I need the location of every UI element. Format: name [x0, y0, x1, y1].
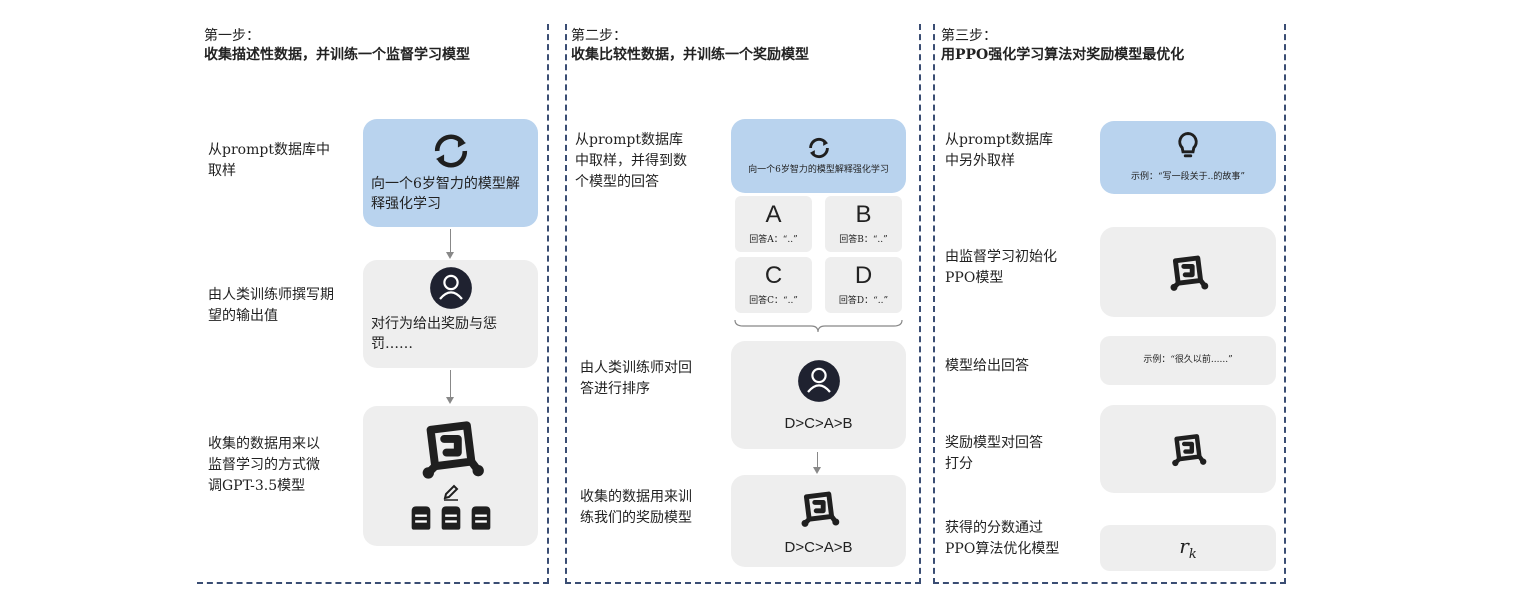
model-icon [1169, 430, 1207, 468]
answers-brace [734, 319, 903, 333]
answer-letter: C [764, 261, 783, 289]
step2-reward-model-box: D>C>A>B [731, 475, 906, 567]
step2-number: 第二步： [571, 28, 627, 44]
step2-panel [565, 24, 921, 584]
step1-finetune-box [363, 406, 538, 546]
refresh-icon [426, 128, 476, 174]
step1-heading: 收集描述性数据，并训练一个监督学习模型 [204, 47, 470, 63]
document-icon [409, 504, 433, 532]
model-icon [1167, 251, 1209, 293]
step3-number: 第三步： [941, 28, 997, 44]
step3-reward-box [1100, 405, 1276, 493]
step3-ppo-box [1100, 227, 1276, 317]
document-icon [469, 504, 493, 532]
step3-title: 第三步： 用PPO强化学习算法对奖励模型最优化 [941, 27, 1241, 65]
step3-example2-text: 示例：“很久以前......” [1143, 355, 1233, 365]
document-icon [439, 504, 463, 532]
answer-box-d: D 回答D：“..” [825, 257, 902, 313]
step3-panel [933, 24, 1286, 584]
step3-example1-text: 示例：“写一段关于..的故事” [1131, 172, 1245, 182]
step1-row3-text: 收集的数据用来以监督学习的方式微调GPT-3.5模型 [208, 436, 320, 494]
step1-number: 第一步： [204, 28, 260, 44]
step3-row4-label: 奖励模型对回答打分 [945, 435, 1043, 472]
step1-panel [197, 24, 549, 584]
answer-letter: D [854, 261, 873, 289]
answer-letter: B [855, 200, 872, 228]
step2-row1-label: 从prompt数据库中取样，并得到数个模型的回答 [575, 132, 687, 190]
answer-box-c: C 回答C：“..” [735, 257, 812, 313]
answer-text: 回答D：“..” [838, 295, 889, 306]
step2-prompt-box: 向一个6岁智力的模型解释强化学习 [731, 119, 906, 193]
step1-human-box: 对行为给出奖励与惩罚…… [363, 260, 538, 368]
step1-prompt-box: 向一个6岁智力的模型解释强化学习 [363, 119, 538, 227]
step3-prompt-box: 示例：“写一段关于..的故事” [1100, 121, 1276, 194]
answer-text: 回答C：“..” [749, 295, 798, 306]
step1-row3-label: 收集的数据用来以监督学习的方式微调GPT-3.5模型 [208, 434, 326, 497]
model-icon [798, 487, 840, 529]
step3-row2-label: 由监督学习初始化PPO模型 [945, 249, 1057, 286]
step2-arrow [813, 452, 821, 474]
reward-symbol: rk [1179, 534, 1196, 562]
step2-ranking2-text: D>C>A>B [784, 538, 853, 556]
answer-text: 回答B：“..” [839, 234, 888, 245]
step1-arrow-2 [446, 370, 454, 404]
step1-title: 第一步： 收集描述性数据，并训练一个监督学习模型 [204, 27, 504, 65]
user-icon [429, 266, 473, 310]
step2-ranking-text: D>C>A>B [784, 414, 853, 432]
step3-reward-value-box: rk [1100, 525, 1276, 571]
pen-icon [441, 482, 461, 502]
user-icon [797, 359, 841, 403]
step3-row3-label: 模型给出回答 [945, 358, 1029, 374]
answer-text: 回答A：“..” [749, 234, 798, 245]
document-icons [409, 504, 493, 532]
step2-row3-label: 收集的数据用来训练我们的奖励模型 [580, 489, 692, 526]
step2-heading: 收集比较性数据，并训练一个奖励模型 [571, 47, 809, 63]
answer-letter: A [765, 200, 782, 228]
step3-answer-box: 示例：“很久以前......” [1100, 336, 1276, 385]
step2-row2-label: 由人类训练师对回答进行排序 [580, 360, 692, 397]
step3-heading: 用PPO强化学习算法对奖励模型最优化 [941, 47, 1185, 63]
step1-row2-label: 由人类训练师撰写期望的输出值 [208, 287, 334, 324]
model-icon [417, 414, 485, 482]
answer-box-a: A 回答A：“..” [735, 196, 812, 252]
step3-row1-label: 从prompt数据库中另外取样 [945, 132, 1053, 169]
refresh-icon [804, 134, 834, 162]
step1-row1-label: 从prompt数据库中取样 [208, 142, 330, 179]
step2-prompt-text: 向一个6岁智力的模型解释强化学习 [748, 164, 889, 175]
lightbulb-icon [1175, 131, 1201, 161]
reward-subscript: k [1188, 547, 1197, 562]
step2-ranking-box: D>C>A>B [731, 341, 906, 449]
step1-prompt-text: 向一个6岁智力的模型解释强化学习 [371, 176, 520, 212]
step2-title: 第二步： 收集比较性数据，并训练一个奖励模型 [571, 27, 861, 65]
answer-box-b: B 回答B：“..” [825, 196, 902, 252]
step1-arrow-1 [446, 229, 454, 259]
reward-r: r [1179, 534, 1189, 558]
step1-human-text: 对行为给出奖励与惩罚…… [371, 316, 497, 352]
step3-row5-label: 获得的分数通过PPO算法优化模型 [945, 520, 1060, 557]
